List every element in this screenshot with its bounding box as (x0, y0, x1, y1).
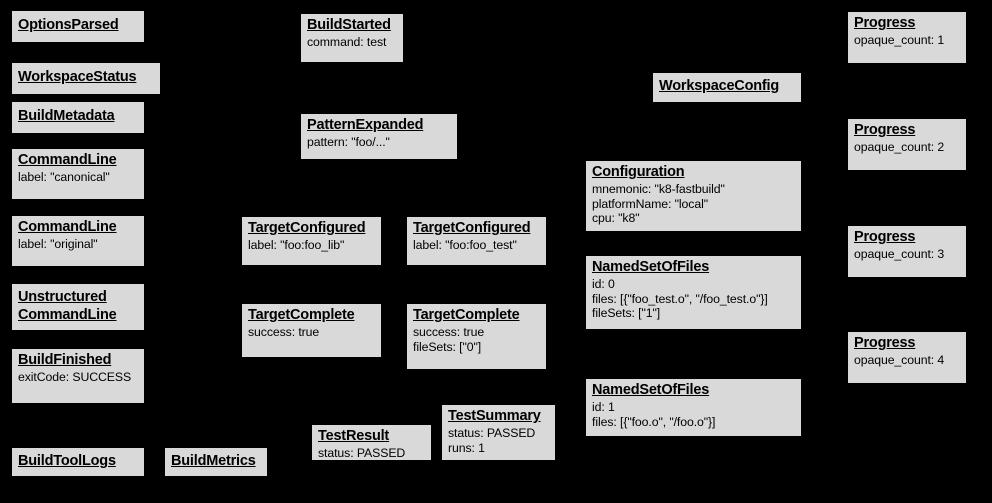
event-node-progress-4[interactable]: Progress opaque_count: 4 (847, 331, 967, 384)
event-node-title: TestSummary (448, 408, 541, 424)
event-node-title: PatternExpanded (307, 117, 424, 133)
event-node-attribute: opaque_count: 4 (854, 353, 945, 368)
event-node-title: CommandLine (18, 152, 117, 168)
event-node-attribute: exitCode: SUCCESS (18, 370, 132, 385)
event-node-attribute: label: "canonical" (18, 170, 110, 185)
event-node-attribute: fileSets: ["0"] (413, 339, 482, 354)
event-node-title: NamedSetOfFiles (592, 382, 710, 398)
event-node-workspace-config[interactable]: WorkspaceConfig (652, 72, 802, 103)
event-node-build-metrics[interactable]: BuildMetrics (164, 447, 268, 477)
event-node-options-parsed[interactable]: OptionsParsed (11, 10, 145, 43)
event-node-pattern-expanded[interactable]: PatternExpanded pattern: "foo/..." (300, 113, 458, 160)
event-node-attribute: label: "original" (18, 237, 98, 252)
event-node-attribute: files: [{"foo.o", "/foo.o"}] (592, 414, 716, 429)
event-node-attribute: command: test (307, 35, 387, 50)
event-node-attribute: label: "foo:foo_test" (413, 238, 517, 253)
event-node-title: TestResult (318, 428, 390, 444)
event-node-title: WorkspaceConfig (659, 78, 780, 95)
event-node-build-started[interactable]: BuildStarted command: test (300, 13, 404, 63)
event-node-target-complete-lib[interactable]: TargetComplete success: true (241, 303, 382, 358)
event-node-title: Progress (854, 122, 916, 138)
event-node-attribute: id: 0 (592, 277, 615, 292)
event-node-progress-3[interactable]: Progress opaque_count: 3 (847, 225, 967, 278)
event-node-attribute: success: true (413, 325, 485, 340)
event-node-attribute: opaque_count: 3 (854, 247, 945, 262)
event-node-attribute: id: 1 (592, 400, 615, 415)
event-node-unstructured-command-line[interactable]: Unstructured CommandLine (11, 283, 145, 331)
event-node-title: NamedSetOfFiles (592, 259, 710, 275)
event-node-title: BuildMetadata (18, 108, 115, 125)
event-node-title: BuildFinished (18, 352, 112, 368)
event-node-target-configured-foo-lib[interactable]: TargetConfigured label: "foo:foo_lib" (241, 216, 382, 266)
event-node-attribute: status: PASSED (448, 426, 536, 441)
event-node-attribute: status: PASSED (318, 446, 406, 461)
event-node-attribute: success: true (248, 325, 320, 340)
event-node-workspace-status[interactable]: WorkspaceStatus (11, 62, 161, 95)
event-node-attribute: runs: 1 (448, 440, 485, 455)
event-node-title: CommandLine (18, 219, 117, 235)
event-node-attribute: platformName: "local" (592, 196, 708, 211)
event-node-build-metadata[interactable]: BuildMetadata (11, 101, 145, 134)
event-node-test-result[interactable]: TestResult status: PASSED (311, 424, 432, 461)
event-node-attribute: mnemonic: "k8-fastbuild" (592, 182, 725, 197)
event-node-build-tool-logs[interactable]: BuildToolLogs (11, 447, 145, 477)
event-node-title: BuildToolLogs (18, 452, 116, 469)
event-node-attribute: opaque_count: 2 (854, 140, 945, 155)
event-node-title: Progress (854, 229, 916, 245)
event-node-attribute: pattern: "foo/..." (307, 135, 390, 150)
event-node-title: TargetConfigured (413, 220, 531, 236)
event-node-title: WorkspaceStatus (18, 69, 137, 86)
event-node-command-line-original[interactable]: CommandLine label: "original" (11, 215, 145, 267)
event-node-build-finished[interactable]: BuildFinished exitCode: SUCCESS (11, 348, 145, 404)
event-node-progress-2[interactable]: Progress opaque_count: 2 (847, 118, 967, 171)
event-node-title: TargetConfigured (248, 220, 366, 236)
event-node-title: Unstructured CommandLine (18, 289, 117, 323)
event-node-command-line-canonical[interactable]: CommandLine label: "canonical" (11, 148, 145, 200)
event-node-progress-1[interactable]: Progress opaque_count: 1 (847, 11, 967, 64)
event-node-title: BuildMetrics (171, 452, 256, 469)
event-node-title: BuildStarted (307, 17, 391, 33)
event-node-attribute: opaque_count: 1 (854, 33, 945, 48)
event-node-attribute: cpu: "k8" (592, 211, 640, 226)
event-node-title: OptionsParsed (18, 17, 119, 34)
event-node-attribute: files: [{"foo_test.o", "/foo_test.o"}] (592, 291, 768, 306)
event-node-title: Configuration (592, 164, 685, 180)
event-node-attribute: fileSets: ["1"] (592, 306, 661, 321)
event-node-configuration[interactable]: Configuration mnemonic: "k8-fastbuild"pla… (585, 160, 802, 232)
event-node-title: Progress (854, 335, 916, 351)
event-node-title: Progress (854, 15, 916, 31)
event-node-target-configured-foo-test[interactable]: TargetConfigured label: "foo:foo_test" (406, 216, 547, 266)
event-node-title: TargetComplete (413, 307, 520, 323)
event-node-title: TargetComplete (248, 307, 355, 323)
event-node-attribute: label: "foo:foo_lib" (248, 238, 345, 253)
